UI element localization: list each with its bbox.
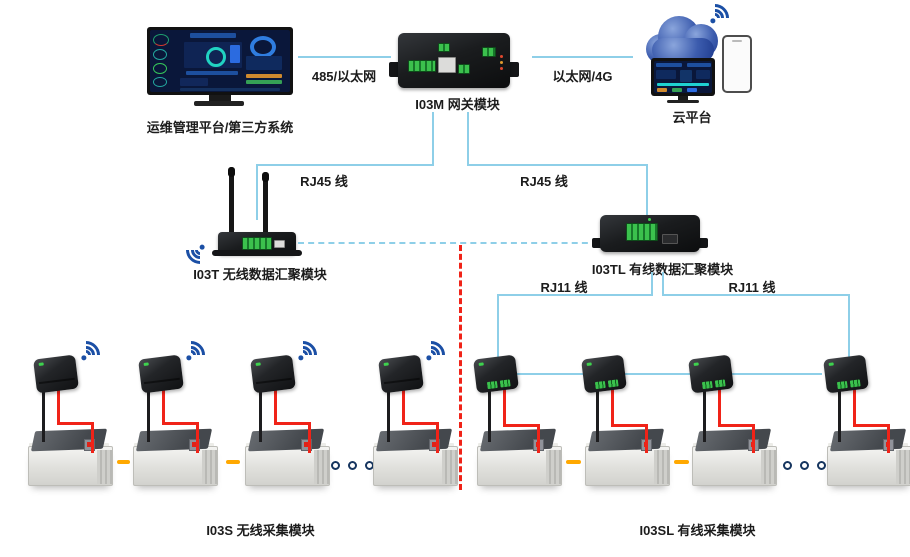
wired-collector-unit <box>688 340 784 500</box>
collector-chain-cable <box>732 373 822 375</box>
collector-chain-cable <box>517 373 583 375</box>
wired-hub-label: I03TL 有线数据汇聚模块 <box>591 262 734 277</box>
ellipsis-dots <box>783 461 826 470</box>
rj45-port <box>438 57 456 73</box>
rj45-cable-left <box>432 112 434 166</box>
wired-collector-unit <box>473 340 569 500</box>
battery <box>245 428 330 486</box>
battery <box>28 428 113 486</box>
hub-dashed-link <box>298 242 598 244</box>
rj11-cable-left <box>651 272 653 296</box>
phone-icon <box>722 35 752 93</box>
gateway-label: I03M 网关模块 <box>415 97 500 112</box>
wireless-hub-label: I03T 无线数据汇聚模块 <box>193 267 327 282</box>
monitor-base <box>194 101 244 106</box>
rj11-cable-right <box>848 294 850 360</box>
wired-collector-module <box>688 354 734 394</box>
wireless-collector-module <box>33 354 79 394</box>
battery <box>585 428 670 486</box>
wired-collector-module <box>473 354 519 394</box>
ellipsis-dots <box>331 461 374 470</box>
wireless-collector-module <box>250 354 296 394</box>
battery-jumper <box>566 460 581 464</box>
cable-ethernet-4g <box>532 56 633 58</box>
dashboard-screen <box>150 30 290 92</box>
sense-wire-black <box>42 390 45 442</box>
battery-jumper <box>117 460 130 464</box>
link-485-label: 485/以太网 <box>311 69 377 84</box>
rj45-left-label: RJ45 线 <box>300 174 348 189</box>
rj45-cable-right <box>467 164 648 166</box>
wired-collector-unit <box>823 340 910 500</box>
battery <box>827 428 910 486</box>
battery <box>477 428 562 486</box>
monitor-screen <box>147 27 293 95</box>
wireless-collectors-label: I03S 无线采集模块 <box>206 523 315 538</box>
collector-chain-cable <box>625 373 690 375</box>
cloud-monitor <box>651 58 715 96</box>
rj45-cable-left <box>256 164 434 166</box>
wireless-collector-module <box>378 354 424 394</box>
rj11-cable-left <box>497 294 499 360</box>
rj11-left-label: RJ11 线 <box>540 280 588 295</box>
wired-collector-module <box>581 354 627 394</box>
rj11-cable-right <box>662 294 850 296</box>
wired-collector-unit <box>581 340 677 500</box>
battery-jumper <box>226 460 240 464</box>
link-4g-label: 以太网/4G <box>552 69 613 84</box>
wireless-collector-unit <box>245 335 337 500</box>
cable-485-ethernet <box>298 56 391 58</box>
cloud-label: 云平台 <box>672 110 712 125</box>
rj45-cable-right <box>467 112 469 166</box>
rj11-cable-left <box>497 294 653 296</box>
battery <box>133 428 218 486</box>
sense-wire-red <box>91 422 94 453</box>
wired-collector-module <box>823 354 869 394</box>
wired-collectors-label: I03SL 有线采集模块 <box>639 523 756 538</box>
wireless-collector-unit <box>28 335 120 500</box>
battery <box>373 428 458 486</box>
battery-jumper <box>674 460 689 464</box>
separator-line <box>459 245 462 490</box>
sense-wire-red <box>57 422 94 425</box>
wireless-collector-unit <box>373 335 465 500</box>
wireless-collector-unit <box>133 335 225 500</box>
rj45-right-label: RJ45 线 <box>520 174 568 189</box>
wireless-collector-module <box>138 354 184 394</box>
rj45-cable-left <box>256 164 258 220</box>
rj11-right-label: RJ11 线 <box>728 280 776 295</box>
monitor-stand <box>209 95 231 101</box>
rj45-cable-right <box>646 164 648 218</box>
rj11-cable-right <box>662 272 664 296</box>
sense-wire-red <box>57 388 60 424</box>
platform-label: 运维管理平台/第三方系统 <box>146 120 294 135</box>
